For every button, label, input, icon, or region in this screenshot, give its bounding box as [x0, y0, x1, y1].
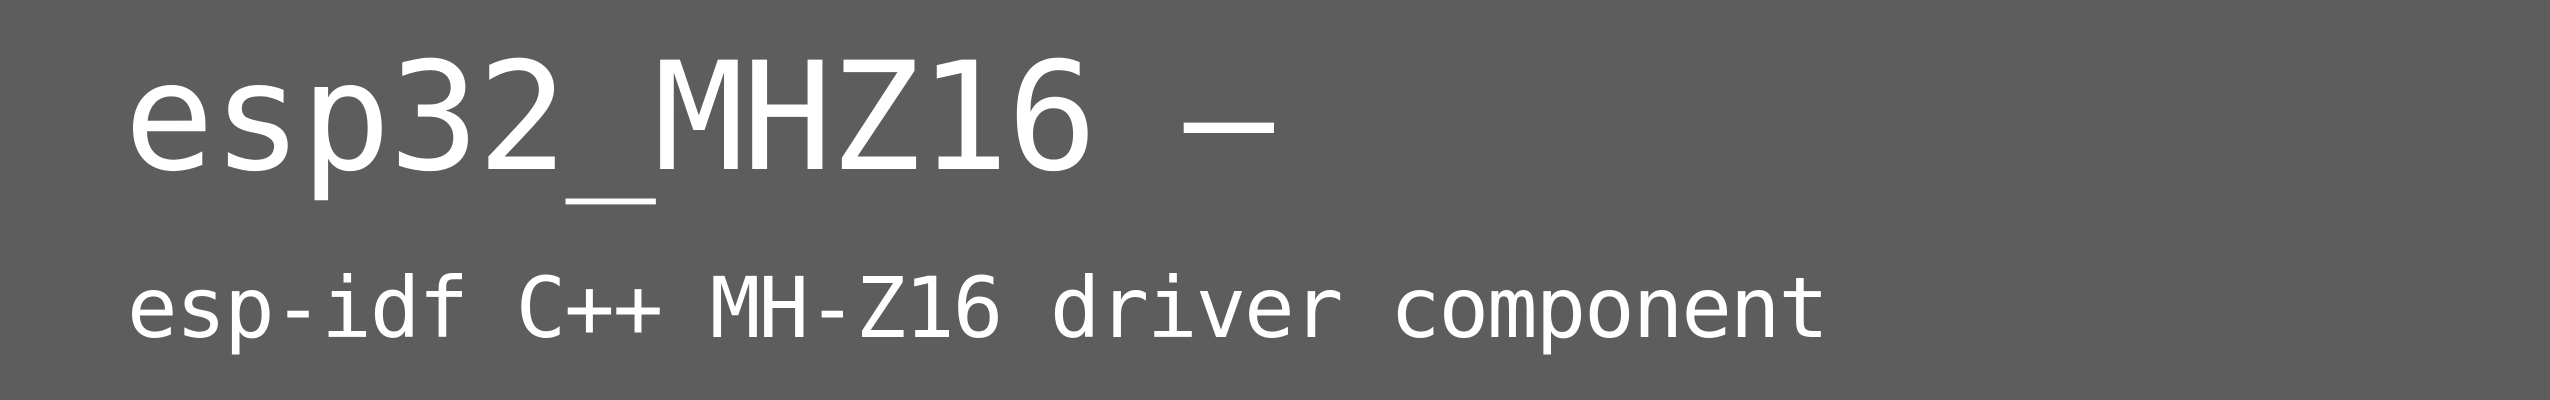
- project-subtitle: esp-idf C++ MH-Z16 driver component: [127, 259, 1829, 357]
- project-title: esp32_MHZ16 —: [124, 31, 1274, 205]
